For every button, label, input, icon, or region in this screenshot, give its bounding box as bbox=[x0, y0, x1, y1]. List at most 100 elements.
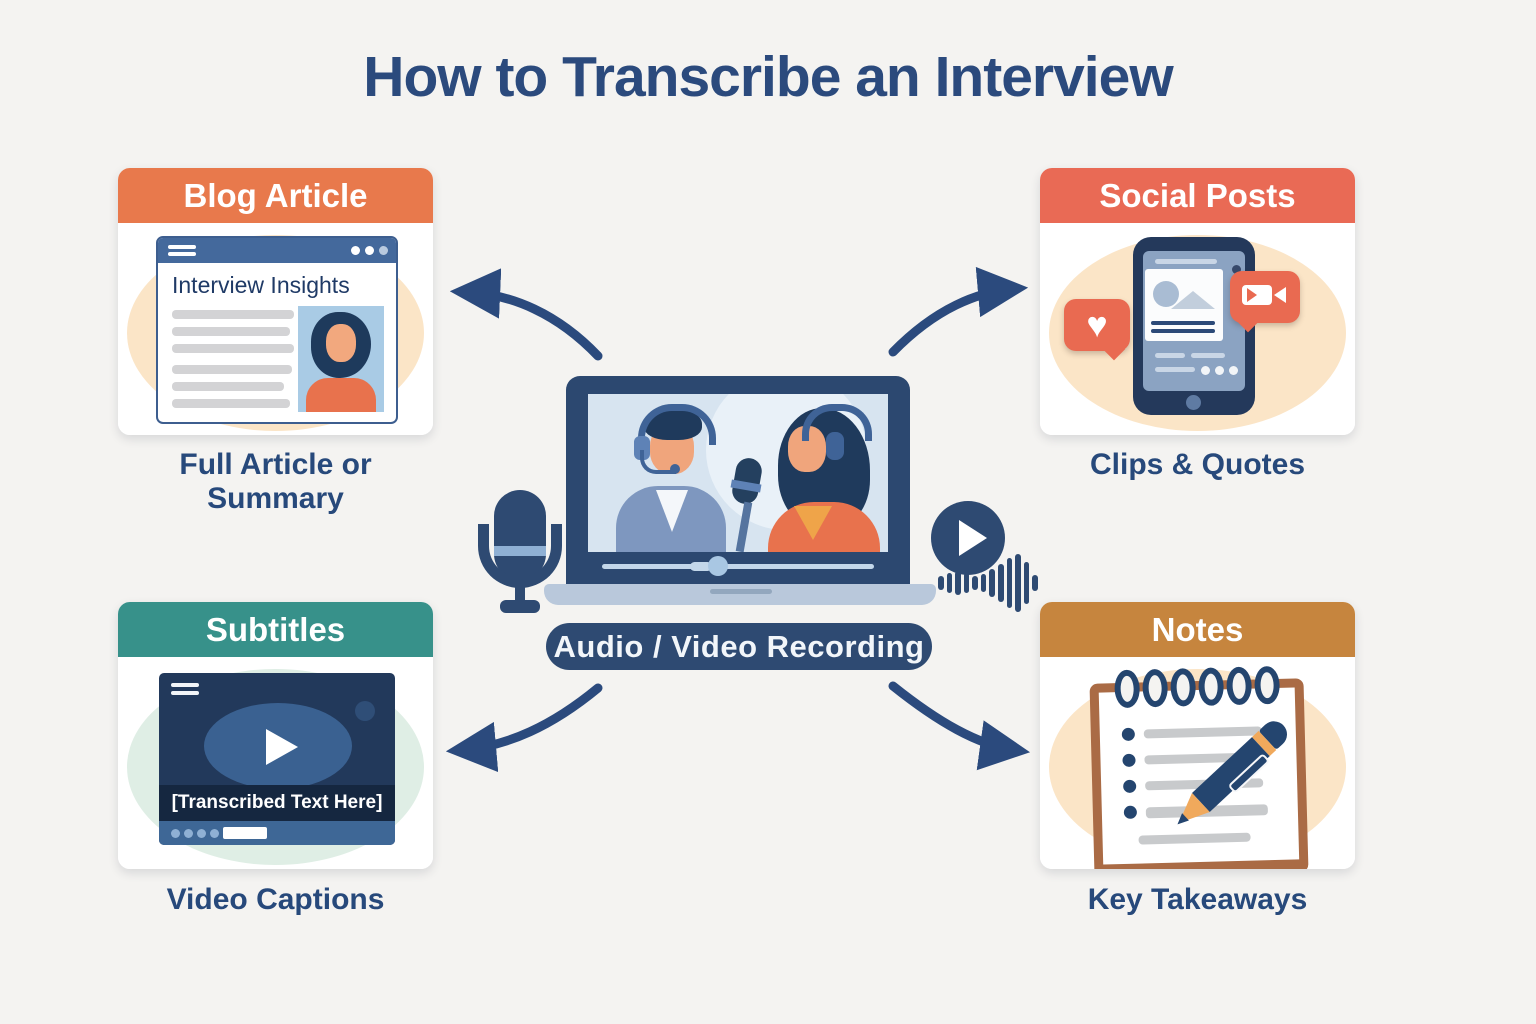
waveform-bar bbox=[989, 569, 996, 597]
headphones-band bbox=[802, 404, 872, 441]
play-triangle bbox=[959, 520, 987, 556]
card-blog-header: Blog Article bbox=[118, 168, 433, 223]
card-blog-article: Blog Article Interview Insights bbox=[118, 168, 433, 435]
waveform-bar bbox=[980, 574, 987, 592]
browser-title-bar bbox=[158, 238, 396, 263]
smartphone bbox=[1133, 237, 1255, 415]
reaction-dot bbox=[1229, 366, 1238, 375]
waveform-bar bbox=[946, 573, 953, 593]
record-dot bbox=[355, 701, 375, 721]
video-progress-bar bbox=[602, 564, 874, 569]
waveform-bar bbox=[938, 576, 944, 590]
play-icon bbox=[266, 729, 298, 765]
headset-icon bbox=[638, 404, 716, 445]
spiral-ring-icon bbox=[1114, 669, 1141, 709]
progress-chip bbox=[223, 827, 267, 839]
control-dot bbox=[197, 829, 206, 838]
laptop-screen bbox=[588, 394, 888, 552]
home-button bbox=[1186, 395, 1201, 410]
reaction-dot bbox=[1201, 366, 1210, 375]
play-button-ellipse bbox=[204, 703, 352, 789]
spiral-ring-icon bbox=[1254, 665, 1281, 705]
interviewee-portrait bbox=[298, 306, 384, 412]
card-subtitles: Subtitles [Transcribed Text Here] bbox=[118, 602, 433, 869]
window-dot-icon bbox=[351, 246, 360, 255]
feed-line bbox=[1191, 353, 1225, 358]
text-line bbox=[172, 365, 292, 374]
recording-label: Audio / Video Recording bbox=[546, 623, 932, 670]
card-notes-header: Notes bbox=[1040, 602, 1355, 657]
waveform-bar bbox=[1015, 554, 1021, 612]
waveform-bar bbox=[1023, 562, 1030, 604]
waveform-bar bbox=[972, 576, 978, 590]
like-bubble: ♥ bbox=[1064, 299, 1130, 361]
video-camera-lens bbox=[1274, 287, 1286, 303]
heart-icon: ♥ bbox=[1086, 304, 1108, 345]
card-notes: Notes bbox=[1040, 602, 1355, 869]
note-line bbox=[1143, 726, 1262, 739]
waveform-icon bbox=[938, 552, 1038, 614]
player-controls bbox=[159, 821, 395, 845]
bullet-dot bbox=[1121, 727, 1136, 742]
headphones-earcup bbox=[826, 432, 844, 460]
card-notes-body bbox=[1040, 657, 1355, 869]
spiral-ring-icon bbox=[1170, 668, 1197, 707]
bullet-dot bbox=[1123, 779, 1137, 793]
caption-blog-article: Full Article or Summary bbox=[179, 448, 372, 515]
post-image-mountain bbox=[1171, 291, 1215, 309]
menu-icon bbox=[171, 683, 199, 687]
arrow-to-subtitles bbox=[445, 683, 603, 773]
arrow-to-blog-article bbox=[449, 268, 603, 361]
headset-mic-tip bbox=[670, 464, 680, 474]
article-heading: Interview Insights bbox=[172, 272, 350, 298]
text-line bbox=[172, 344, 294, 353]
video-camera-play bbox=[1247, 288, 1257, 302]
bullet-dot bbox=[1122, 753, 1136, 767]
browser-window: Interview Insights bbox=[156, 236, 398, 424]
text-line bbox=[172, 327, 290, 336]
feed-line bbox=[1155, 259, 1217, 264]
microphone-icon bbox=[478, 490, 562, 614]
laptop bbox=[566, 376, 910, 584]
text-line bbox=[172, 310, 294, 319]
mic-holder bbox=[478, 524, 562, 588]
video-progress-segment bbox=[690, 562, 712, 571]
play-icon bbox=[931, 501, 1005, 575]
mic-base bbox=[500, 600, 540, 613]
waveform-bar bbox=[1006, 558, 1013, 608]
menu-icon bbox=[168, 245, 196, 249]
post-text-line bbox=[1151, 329, 1215, 333]
caption-social-posts: Clips & Quotes bbox=[1089, 448, 1306, 481]
waveform-bar bbox=[998, 564, 1004, 602]
control-dot bbox=[210, 829, 219, 838]
reaction-dot bbox=[1215, 366, 1224, 375]
page-title: How to Transcribe an Interview bbox=[363, 45, 1173, 109]
post-text-line bbox=[1151, 321, 1215, 325]
feed-line bbox=[1155, 353, 1185, 358]
portrait-face bbox=[326, 324, 356, 362]
bullet-dot bbox=[1123, 805, 1138, 819]
control-dot bbox=[171, 829, 180, 838]
feed-line bbox=[1155, 367, 1195, 372]
laptop-notch bbox=[710, 589, 772, 594]
card-social-body: ♥ bbox=[1040, 223, 1355, 435]
waveform-bar bbox=[963, 573, 970, 593]
video-player: [Transcribed Text Here] bbox=[159, 673, 395, 845]
card-subtitles-body: [Transcribed Text Here] bbox=[118, 657, 433, 869]
waveform-bar bbox=[955, 571, 961, 595]
text-line bbox=[172, 399, 290, 408]
window-dot-icon bbox=[379, 246, 388, 255]
video-bubble bbox=[1230, 271, 1300, 333]
window-dot-icon bbox=[365, 246, 374, 255]
notepad bbox=[1089, 665, 1309, 869]
menu-icon bbox=[168, 252, 196, 256]
card-blog-body: Interview Insights bbox=[118, 223, 433, 435]
mic-stem bbox=[515, 586, 525, 602]
spiral-ring-icon bbox=[1198, 667, 1225, 706]
text-line bbox=[172, 382, 284, 391]
caption-notes: Key Takeaways bbox=[1087, 883, 1308, 916]
arrow-to-social-posts bbox=[888, 266, 1029, 357]
card-subtitles-header: Subtitles bbox=[118, 602, 433, 657]
card-social-header: Social Posts bbox=[1040, 168, 1355, 223]
